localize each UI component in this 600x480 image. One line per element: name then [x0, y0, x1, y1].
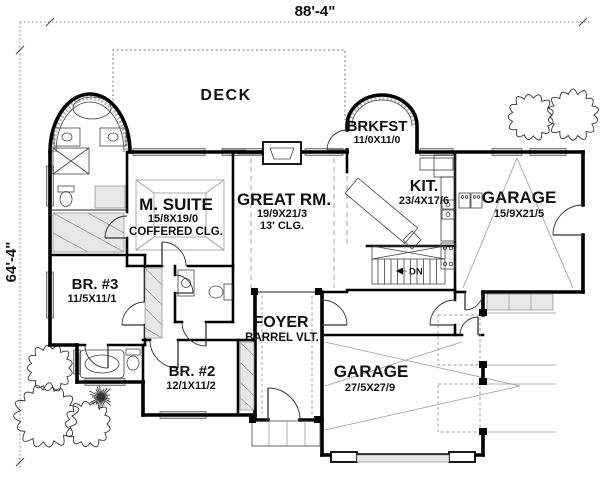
tree-icon [13, 382, 80, 448]
tree-icon [64, 400, 111, 448]
room-size-kit: 23/4X17/6 [399, 195, 449, 207]
room-label-br3: BR. #3 [72, 276, 119, 293]
site-details [249, 293, 556, 463]
garage-utility [458, 192, 483, 209]
dimension-lines [15, 17, 592, 470]
truss-lines [324, 157, 574, 431]
room-label-kit: KIT. [410, 178, 438, 195]
tree-icon [547, 88, 599, 141]
room-size-garage-front: 27/5X27/9 [345, 382, 395, 394]
room-size-msuite: 15/8X19/0 [148, 213, 198, 225]
stairs-dn-label: DN [409, 267, 423, 278]
bay-windows [51, 96, 417, 153]
stairs: DN [371, 245, 446, 285]
doors [84, 129, 584, 421]
tree-icon [26, 344, 73, 392]
room-size-brkfst: 11/0X11/0 [354, 134, 401, 146]
room-label-brkfst: BRKFST [347, 118, 408, 135]
room-note-foyer: BARREL VLT. [245, 332, 319, 344]
room-label-foyer: FOYER [253, 314, 309, 331]
room-size-greatrm: 19/9X21/3 [257, 208, 307, 220]
hall-bath-fixtures [177, 269, 233, 301]
room-label-br2: BR. #2 [169, 363, 216, 380]
room-label-garage-right: GARAGE [482, 188, 557, 207]
kitchen-fixtures [344, 154, 456, 270]
tree-icon [507, 93, 554, 141]
exterior-walls [48, 92, 585, 457]
shrub-icon [89, 384, 112, 410]
room-label-msuite: M. SUITE [139, 195, 213, 214]
fireplace [262, 141, 302, 165]
deck-outline [112, 49, 346, 120]
closets [52, 185, 255, 411]
bath2-fixtures [79, 348, 141, 379]
room-note-greatrm: 13' CLG. [260, 220, 304, 232]
room-label-deck: DECK [200, 87, 251, 104]
room-size-garage-right: 15/9X21/5 [494, 208, 544, 220]
trees [13, 88, 599, 448]
room-note-msuite: COFFERED CLG. [129, 226, 223, 238]
dimension-left: 64'-4" [3, 242, 20, 283]
room-label-garage-front: GARAGE [334, 362, 409, 381]
dimension-top: 88'-4" [295, 3, 336, 20]
room-size-br2: 12/1X11/2 [166, 380, 216, 392]
master-bath-fixtures [52, 96, 127, 207]
labels: 88'-4" 64'-4" DECK M. SUITE 15/8X19/0 CO… [3, 3, 556, 394]
room-label-greatrm: GREAT RM. [237, 190, 331, 209]
room-size-br3: 11/5X11/1 [68, 293, 117, 305]
